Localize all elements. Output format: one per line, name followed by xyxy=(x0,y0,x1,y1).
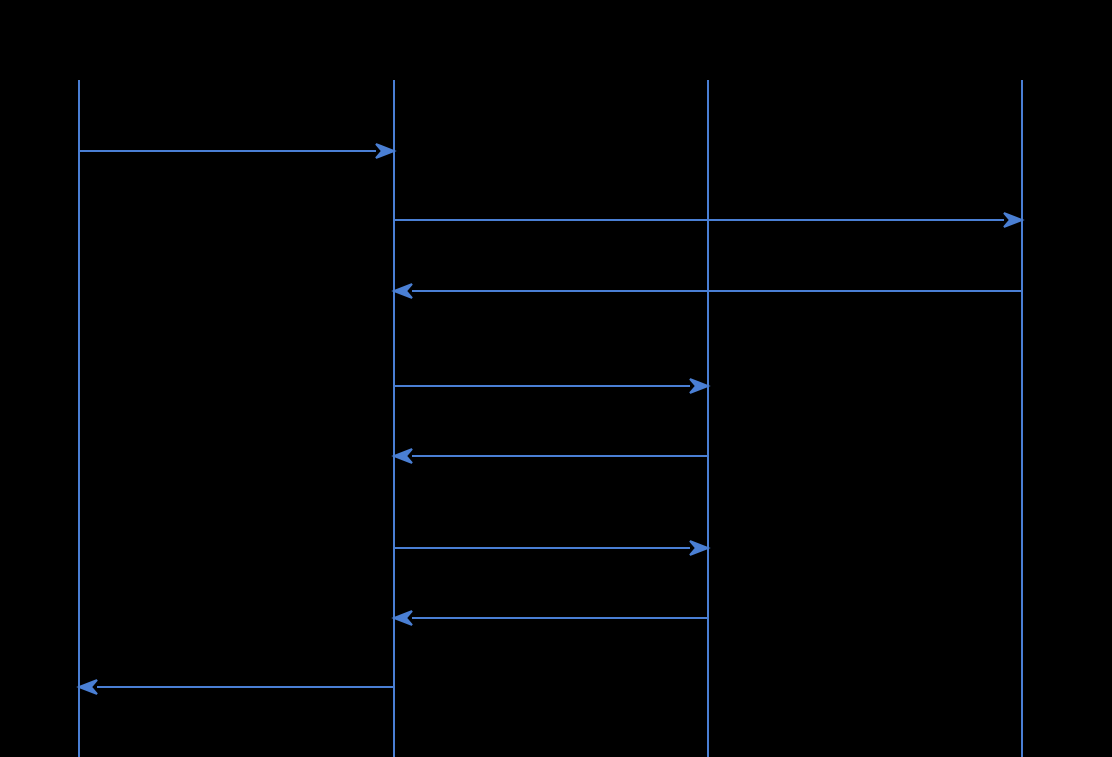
message-7 xyxy=(391,610,708,626)
message-arrowhead-6 xyxy=(689,540,711,556)
message-arrowhead-5 xyxy=(391,448,413,464)
message-6 xyxy=(394,540,711,556)
message-5 xyxy=(391,448,708,464)
message-arrowhead-7 xyxy=(391,610,413,626)
messages-group xyxy=(76,143,1025,695)
lifelines-group xyxy=(78,80,1023,757)
message-8 xyxy=(76,679,394,695)
message-arrowhead-1 xyxy=(375,143,397,159)
message-arrowhead-8 xyxy=(76,679,98,695)
message-arrowhead-2 xyxy=(1003,212,1025,228)
message-arrowhead-4 xyxy=(689,378,711,394)
message-1 xyxy=(79,143,397,159)
message-3 xyxy=(391,283,1022,299)
message-4 xyxy=(394,378,711,394)
message-2 xyxy=(394,212,1025,228)
message-arrowhead-3 xyxy=(391,283,413,299)
